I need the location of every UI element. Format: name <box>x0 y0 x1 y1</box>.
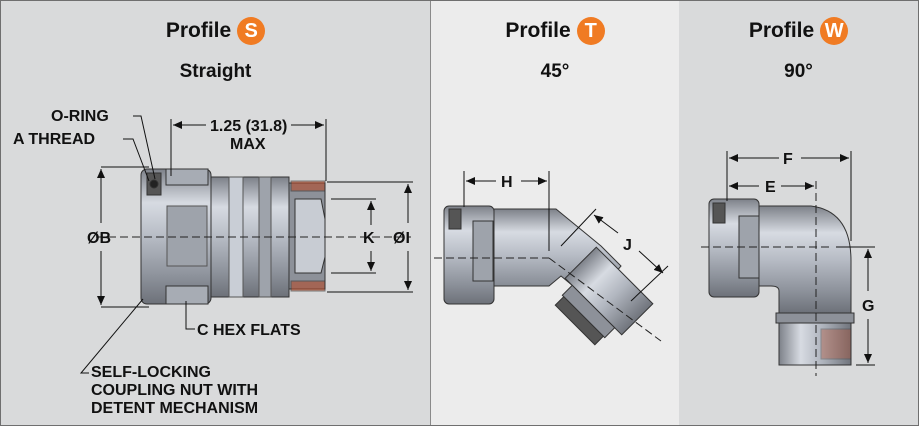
label-h: H <box>501 174 513 191</box>
label-f: F <box>783 151 793 168</box>
leader-coupling-nut <box>79 298 144 374</box>
dim-f <box>726 151 852 241</box>
label-max: MAX <box>230 136 266 153</box>
label-nut-2: COUPLING NUT WITH <box>91 382 258 399</box>
panel-header: Profile W <box>679 11 918 51</box>
label-a-thread: A THREAD <box>13 131 95 148</box>
label-j: J <box>623 237 632 254</box>
panel-header: Profile S <box>1 11 430 51</box>
label-nut-1: SELF-LOCKING <box>91 364 211 381</box>
profile-badge: S <box>237 17 266 45</box>
dim-i <box>327 181 413 293</box>
leader-a-thread <box>123 138 150 182</box>
dim-h <box>463 171 550 251</box>
profile-badge: W <box>820 17 849 45</box>
leader-c-hex <box>185 301 195 330</box>
profile-subtitle: 90° <box>784 61 813 82</box>
dim-k <box>331 198 376 274</box>
label-e: E <box>765 179 776 196</box>
profile-badge: T <box>576 17 605 45</box>
label-nut-3: DETENT MECHANISM <box>91 400 258 417</box>
label-dia-b: ØB <box>87 230 111 247</box>
fitting-45-drawing <box>443 205 654 346</box>
dim-b <box>97 166 149 308</box>
fitting-90-drawing <box>708 198 855 366</box>
profile-subtitle: 45° <box>540 61 570 82</box>
profile-subtitle: Straight <box>179 61 252 82</box>
dim-g <box>836 246 875 366</box>
profile-label: Profile <box>505 19 571 42</box>
label-o-ring: O-RING <box>51 108 109 125</box>
profile-label: Profile <box>165 19 232 42</box>
profile-label: Profile <box>748 19 815 42</box>
dim-j <box>560 208 669 302</box>
label-g: G <box>862 298 874 315</box>
label-c-hex: C HEX FLATS <box>197 322 301 339</box>
label-k: K <box>363 230 375 247</box>
dim-length <box>170 119 327 181</box>
label-dia-i: ØI <box>393 230 410 247</box>
label-length: 1.25 (31.8) <box>210 118 287 135</box>
leader-o-ring <box>133 115 156 180</box>
panel-header: Profile T <box>431 11 679 51</box>
